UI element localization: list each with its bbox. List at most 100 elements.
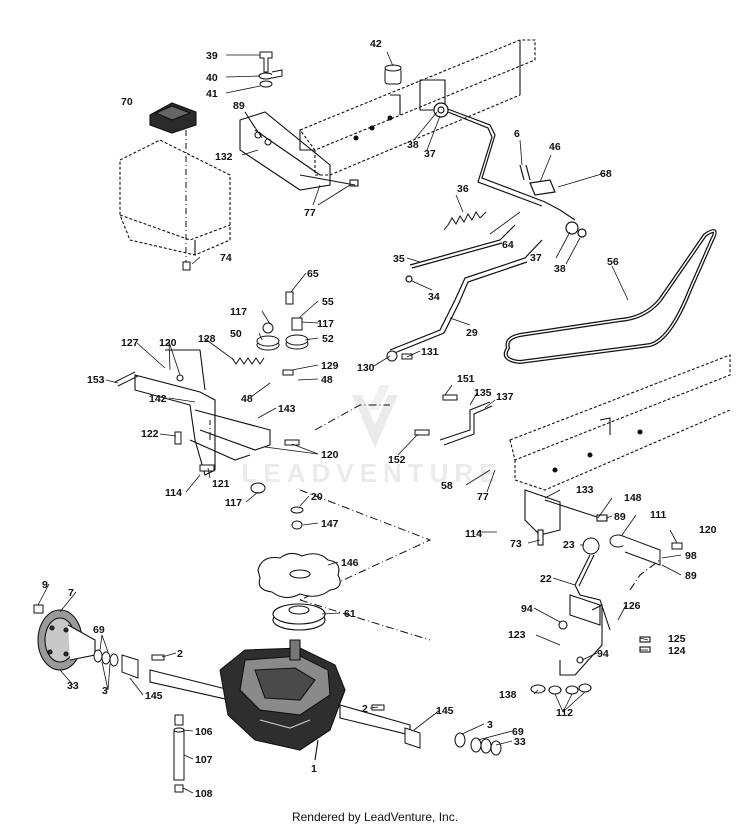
callout-55: 55 — [322, 296, 334, 308]
callout-68: 68 — [600, 168, 612, 180]
shaft-107 — [173, 714, 185, 793]
fan-146 — [257, 552, 341, 599]
callout-94-lower: 94 — [597, 648, 609, 660]
callout-127: 127 — [121, 337, 139, 349]
frame-rail-lower — [509, 354, 731, 491]
knob-23 — [582, 537, 600, 555]
spring-36 — [443, 211, 487, 231]
callout-61: 61 — [344, 608, 356, 620]
washers-right — [404, 727, 502, 756]
callout-38: 38 — [407, 139, 419, 151]
callout-52: 52 — [322, 333, 334, 345]
callout-106: 106 — [195, 726, 213, 738]
callout-42: 42 — [370, 38, 382, 50]
pulley-50 — [256, 322, 280, 351]
callout-152: 152 — [388, 454, 406, 466]
callout-3: 3 — [102, 685, 108, 697]
callout-112: 112 — [556, 707, 573, 719]
callout-9: 9 — [42, 579, 48, 591]
callout-120-right: 120 — [699, 524, 717, 536]
callout-37-right: 37 — [530, 252, 542, 264]
callout-48-lower: 48 — [241, 393, 253, 405]
callout-89-mid: 89 — [614, 511, 626, 523]
callout-46: 46 — [549, 141, 561, 153]
callout-2: 2 — [177, 648, 183, 660]
rod-35 — [405, 224, 516, 283]
callout-145-right: 145 — [436, 705, 454, 717]
callout-108: 108 — [195, 788, 213, 800]
lever-135 — [439, 401, 493, 446]
callout-145: 145 — [145, 690, 163, 702]
callout-70: 70 — [121, 96, 133, 108]
transaxle-1 — [149, 639, 411, 761]
callout-36: 36 — [457, 183, 469, 195]
callout-131: 131 — [421, 346, 439, 358]
callout-121: 121 — [212, 478, 230, 490]
bolts-group — [174, 369, 458, 494]
bolt-74 — [182, 261, 191, 271]
callout-125: 125 — [668, 633, 686, 645]
callout-123: 123 — [508, 629, 526, 641]
callout-37: 37 — [424, 148, 436, 160]
callout-130: 130 — [357, 362, 375, 374]
callout-138: 138 — [499, 689, 517, 701]
callout-33: 33 — [67, 680, 79, 692]
callout-111: 111 — [650, 509, 667, 521]
callout-122: 122 — [141, 428, 159, 440]
shift-rod — [433, 102, 587, 238]
callout-65: 65 — [307, 268, 319, 280]
callout-126: 126 — [623, 600, 641, 612]
washer-20 — [290, 506, 304, 530]
pin-153 — [114, 371, 139, 387]
callout-148: 148 — [624, 492, 642, 504]
callout-132: 132 — [215, 151, 233, 163]
wheel-hub-7 — [37, 609, 96, 671]
callout-48: 48 — [321, 374, 333, 386]
callout-128: 128 — [198, 333, 216, 345]
callout-labels: 39 40 41 42 70 89 132 38 37 6 46 68 77 3… — [42, 38, 717, 800]
dash-panel — [119, 139, 231, 256]
callout-35: 35 — [393, 253, 405, 265]
callout-124: 124 — [668, 645, 686, 657]
callout-34: 34 — [428, 291, 440, 303]
callout-114: 114 — [165, 487, 182, 499]
watermark-text: LEADVENTURE — [241, 458, 502, 488]
callout-29: 29 — [466, 327, 478, 339]
callout-151: 151 — [457, 373, 475, 385]
callout-1: 1 — [311, 763, 317, 775]
callout-120-mid: 120 — [321, 449, 339, 461]
callout-133: 133 — [576, 484, 594, 496]
callout-38-right: 38 — [554, 263, 566, 275]
bracket-126 — [530, 559, 661, 695]
callout-73: 73 — [510, 538, 522, 550]
callout-20: 20 — [311, 491, 323, 503]
leader-lines — [37, 51, 682, 794]
callout-94: 94 — [521, 603, 533, 615]
callout-6: 6 — [514, 128, 520, 140]
callout-77-lower: 77 — [477, 491, 489, 503]
callout-41: 41 — [206, 88, 218, 100]
callout-89-right: 89 — [685, 570, 697, 582]
callout-69-right: 69 — [512, 726, 524, 738]
callout-50: 50 — [230, 328, 242, 340]
frame-rail-upper — [299, 39, 536, 176]
shifter-22 — [569, 554, 611, 631]
callout-114-right: 114 — [465, 528, 482, 540]
callout-89: 89 — [233, 100, 245, 112]
clip-130 — [386, 350, 413, 362]
spring-128 — [231, 357, 265, 365]
callout-77: 77 — [304, 207, 316, 219]
drive-belt-56 — [503, 229, 717, 365]
callout-98: 98 — [685, 550, 697, 562]
callout-107: 107 — [195, 754, 213, 766]
callout-146: 146 — [341, 557, 359, 569]
rod-29 — [389, 239, 543, 355]
callout-120: 120 — [159, 337, 177, 349]
callout-7: 7 — [68, 587, 74, 599]
bolt-9 — [33, 604, 44, 614]
callout-74: 74 — [220, 252, 232, 264]
callout-117-right: 117 — [317, 318, 334, 330]
callout-39: 39 — [206, 50, 218, 62]
spacer-42 — [384, 64, 402, 85]
callout-129: 129 — [321, 360, 339, 372]
